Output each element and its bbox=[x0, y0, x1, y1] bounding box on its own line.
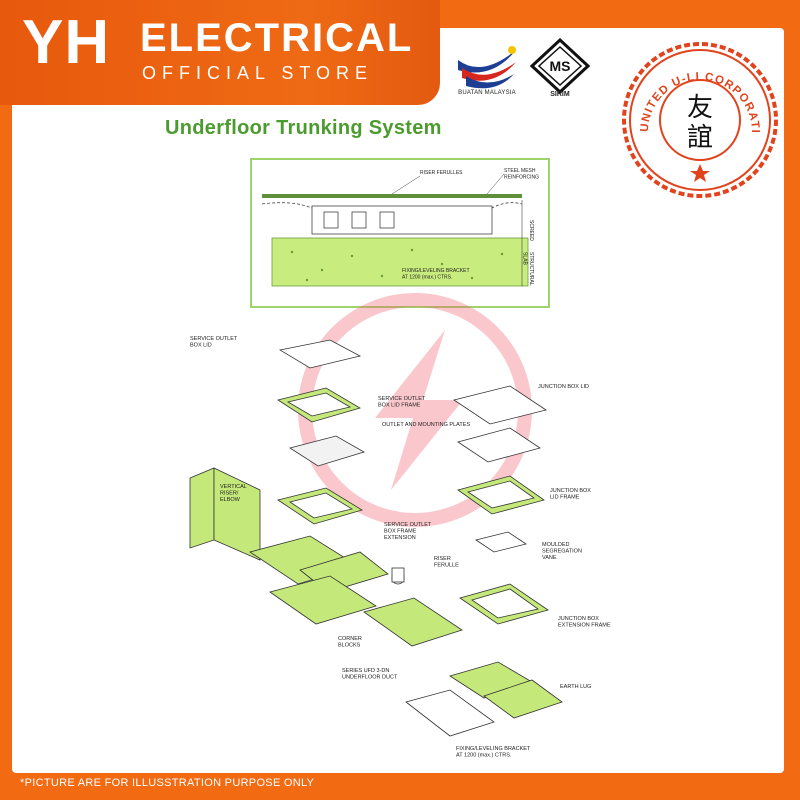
label-outlet-plates: OUTLET AND MOUNTING PLATES bbox=[382, 422, 470, 428]
label-riser-ferrules: RISER FERULLES bbox=[420, 170, 463, 176]
ms-mark-text: MS bbox=[550, 58, 571, 74]
buatan-malaysia-text: BUATAN MALAYSIA bbox=[458, 90, 516, 96]
product-image-panel bbox=[12, 28, 784, 773]
brand-subtitle: OFFICIAL STORE bbox=[142, 63, 374, 83]
store-brand-banner: YH ELECTRICAL OFFICIAL STORE bbox=[0, 0, 440, 105]
label-structural-slab: STRUCTURALSLAB bbox=[522, 252, 535, 286]
ms-sirim-logo: MS bbox=[530, 38, 590, 94]
sirim-text: SIRIM bbox=[550, 91, 570, 98]
company-seal: UNITED U-LI CORPORATION BHD 友 誼 bbox=[620, 40, 778, 198]
document-title: Underfloor Trunking System bbox=[165, 117, 442, 139]
label-screed: SCREED bbox=[528, 220, 534, 241]
label-earth-lug: EARTH LUG bbox=[560, 684, 591, 690]
brand-name: ELECTRICAL bbox=[140, 16, 414, 60]
seal-glyph-bottom: 誼 bbox=[687, 123, 713, 153]
brand-mark: YH bbox=[22, 8, 111, 77]
illustration-disclaimer: *PICTURE ARE FOR ILLUSSTRATION PURPOSE O… bbox=[20, 777, 315, 789]
star-icon bbox=[690, 164, 710, 182]
label-junction-lid: JUNCTION BOX LID bbox=[538, 384, 589, 390]
buatan-malaysia-logo bbox=[458, 46, 516, 89]
seal-glyph-top: 友 bbox=[687, 93, 713, 123]
